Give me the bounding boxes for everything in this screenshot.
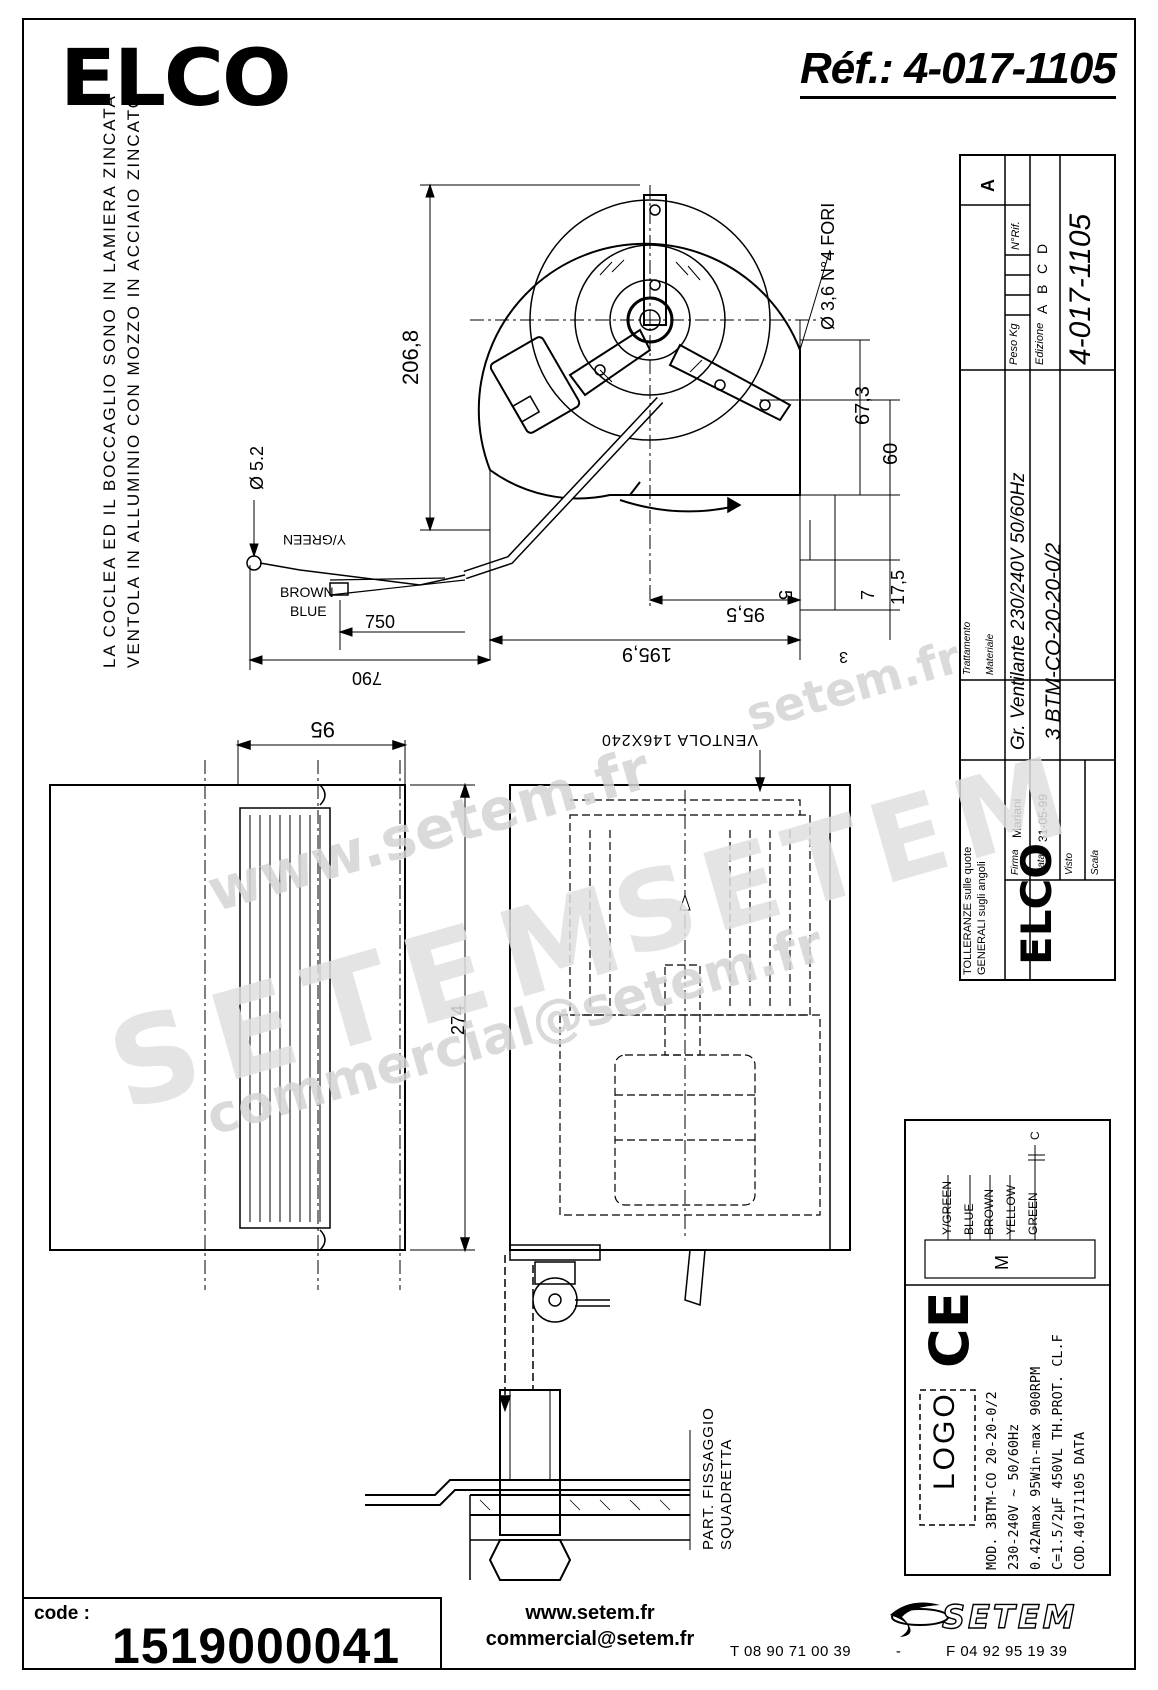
phone-tel: T 08 90 71 00 39: [730, 1643, 852, 1660]
tb-scala: Scala: [1090, 849, 1101, 875]
wire-ygreen: Y/GREEN: [282, 532, 346, 548]
fan-blades: [599, 259, 703, 383]
plate-wire-brown: BROWN: [982, 1189, 996, 1235]
bracket-note-2: SQUADRETTA: [718, 1438, 735, 1550]
tb-name: Gr. Ventilante 230/240V 50/60Hz: [1008, 472, 1029, 750]
plate-cap-label: C: [1028, 1131, 1042, 1140]
plate-mod: MOD. 3BTM-CO 20-20-0/2: [984, 1391, 1000, 1570]
reference-number: Réf.: 4-017-1105: [800, 44, 1117, 99]
front-view: [246, 185, 820, 610]
bracket-detail: [365, 1389, 691, 1581]
top-view: [498, 750, 851, 1413]
elco-logo: ELCO: [60, 34, 292, 124]
tb-code: 3 BTM-CO-20-20-0/2: [1042, 542, 1065, 740]
dim-17-5: 17,5: [888, 569, 908, 605]
dim-206-8: 206,8: [398, 329, 423, 385]
tb-ed-b: B: [1034, 284, 1050, 294]
plate-wire-blue: BLUE: [962, 1203, 976, 1235]
plate-cod: COD.40171105 DATA: [1072, 1431, 1088, 1570]
dim-5: 5: [775, 590, 795, 601]
side-view: [49, 739, 475, 1290]
dim-60: 60: [880, 442, 902, 465]
drawing-frame: [22, 18, 1136, 1670]
plate-amp: 0.42Amax 95Win-max 900RPM: [1028, 1366, 1044, 1570]
code-value: 1519000041: [112, 1618, 401, 1674]
dim-67-3: 67,3: [852, 386, 874, 425]
plate-capacitor: C=1.5/2μF 450VL TH.PROT. CL.F: [1050, 1334, 1066, 1570]
bracket-note-1: PART. FISSAGGIO: [700, 1407, 717, 1550]
setem-logo-text: SETEM: [941, 1597, 1078, 1636]
tb-trattamento: Trattamento: [962, 621, 973, 675]
plate-volt: 230-240V ~ 50/60Hz: [1006, 1423, 1022, 1570]
front-dimensions: [248, 183, 900, 670]
ce-mark: CE: [918, 1291, 981, 1368]
code-label: code :: [34, 1603, 90, 1624]
plate-logo: LOGO: [928, 1391, 961, 1490]
dim-5-2: Ø 5.2: [247, 445, 267, 490]
dim-95-5: 95,5: [726, 603, 765, 625]
tb-number: 4-017-1105: [1064, 213, 1097, 365]
plate-motor-symbol: M: [992, 1255, 1012, 1270]
phone-sep: -: [895, 1643, 902, 1660]
plate-wire-ygreen: Y/GREEN: [940, 1180, 954, 1235]
dim-7: 7: [858, 589, 878, 600]
tb-ed-a: A: [1034, 304, 1050, 314]
dim-hole-dia: Ø 3,6 N°4 FORI: [818, 202, 838, 330]
tb-edizione: Edizione: [1034, 322, 1046, 365]
dim-95: 95: [310, 717, 335, 742]
website-link[interactable]: www.setem.fr: [525, 1602, 655, 1624]
email-link[interactable]: commercial@setem.fr: [485, 1628, 695, 1650]
plate-wire-green: GREEN: [1026, 1192, 1040, 1235]
dim-790: 790: [351, 668, 382, 688]
wire-blue: BLUE: [290, 603, 327, 619]
contact-info: www.setem.fr commercial@setem.fr: [460, 1600, 720, 1652]
label-plate: [904, 1119, 1111, 1576]
tb-rev: A: [978, 179, 998, 192]
tb-ed-d: D: [1034, 243, 1050, 254]
tb-nrif: N°Rif.: [1010, 221, 1022, 250]
setem-swoosh-icon: [890, 1602, 949, 1637]
title-block: [959, 154, 1116, 981]
tb-ed-c: C: [1034, 263, 1050, 274]
plate-wire-yellow: YELLOW: [1004, 1184, 1018, 1235]
phone-fax: F 04 92 95 19 39: [946, 1643, 1068, 1660]
phone-numbers: T 08 90 71 00 39 - F 04 92 95 19 39: [730, 1643, 1107, 1660]
wire-brown: BROWN: [280, 584, 334, 600]
dim-750: 750: [365, 612, 396, 632]
tb-peso: Peso Kg: [1008, 323, 1020, 365]
code-box: code : 1519000041: [22, 1597, 442, 1674]
tb-materiale: Materiale: [985, 633, 996, 675]
dim-195-9: 195,9: [621, 643, 672, 665]
